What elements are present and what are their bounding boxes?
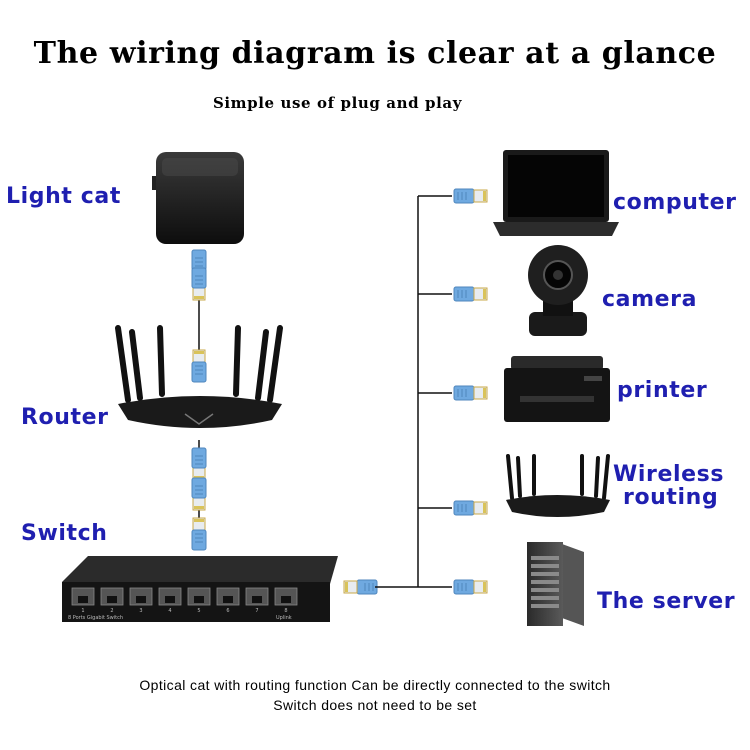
wireless-routing-label-line2: routing xyxy=(623,485,719,510)
port-number: 4 xyxy=(168,608,171,614)
laptop-icon xyxy=(493,150,619,236)
port-number: 7 xyxy=(255,608,258,614)
diagram-title: The wiring diagram is clear at a glance xyxy=(33,36,717,71)
camera-label: camera xyxy=(602,287,698,312)
switch-uplink-text: Uplink xyxy=(276,615,292,621)
switch-label: Switch xyxy=(21,521,108,546)
cable-plug-printer xyxy=(453,385,488,401)
router-device xyxy=(115,325,283,403)
cable-plug-wireless xyxy=(453,500,488,516)
printer-label: printer xyxy=(617,378,708,403)
diagram-subtitle: Simple use of plug and play xyxy=(212,94,463,112)
printer-icon xyxy=(504,356,610,422)
router-label: Router xyxy=(21,405,109,430)
port-number: 5 xyxy=(197,608,200,614)
footer-line-2: Switch does not need to be set xyxy=(273,697,477,713)
wireless-routing-label-line1: Wireless xyxy=(613,462,725,487)
light-cat-device xyxy=(152,152,244,244)
router-body xyxy=(118,396,282,428)
cable-plug-router-bottom xyxy=(191,447,207,481)
computer-label: computer xyxy=(613,190,737,215)
switch-model-text: 8 Ports Gigabit Switch xyxy=(68,615,123,621)
cable-plug-server xyxy=(453,579,488,595)
server-icon xyxy=(527,542,584,626)
wireless-router-icon xyxy=(506,454,610,500)
port-number: 2 xyxy=(110,608,113,614)
cable-plug-switch-uplink xyxy=(343,579,378,595)
port-number: 6 xyxy=(226,608,229,614)
footer-line-1: Optical cat with routing function Can be… xyxy=(139,677,611,693)
port-number: 1 xyxy=(81,608,84,614)
cable-plug-lightcat-bottom xyxy=(191,267,207,301)
camera-icon xyxy=(528,245,588,336)
port-number: 8 xyxy=(284,608,287,614)
cable-plug-camera xyxy=(453,286,488,302)
cable-plug-computer xyxy=(453,188,488,204)
server-label: The server xyxy=(597,589,736,614)
port-number: 3 xyxy=(139,608,142,614)
cable-plug-mid xyxy=(191,477,207,511)
cable-plug-router-top xyxy=(191,349,207,383)
light-cat-label: Light cat xyxy=(6,184,121,209)
switch-device: 1 2 3 4 5 6 7 8 8 Ports Gigabit Switch U… xyxy=(62,556,338,622)
cable-plug-switch-top xyxy=(191,517,207,551)
